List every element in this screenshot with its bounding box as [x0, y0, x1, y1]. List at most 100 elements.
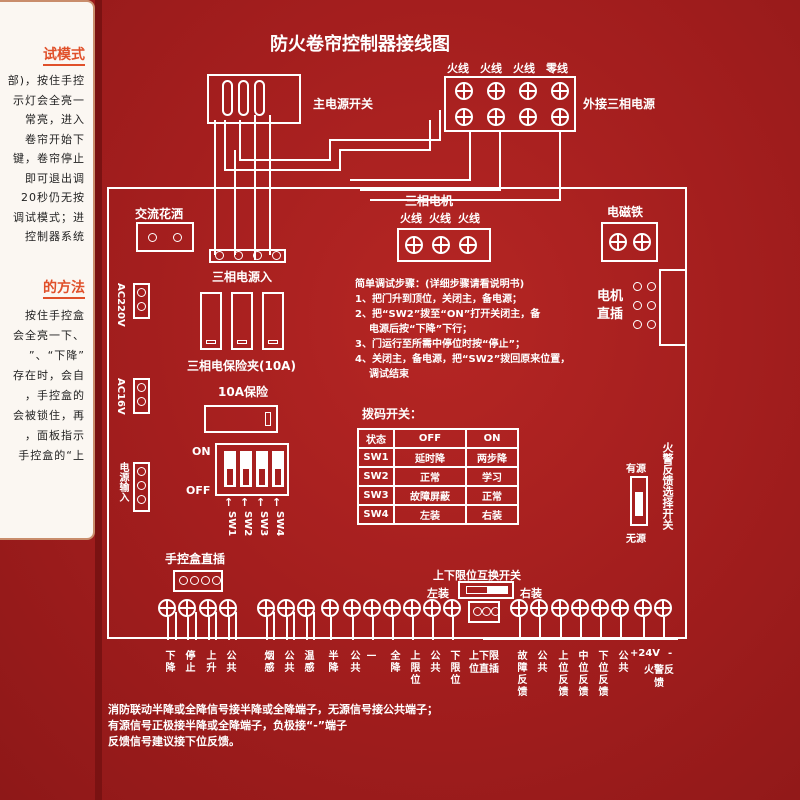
terminal-22[interactable] — [654, 599, 672, 617]
table-cell: 正常 — [465, 485, 519, 506]
motor-terminal-block — [397, 228, 491, 262]
dip-switch-label: SW4 — [274, 511, 285, 537]
terminal-13[interactable] — [443, 599, 461, 617]
terminal-21[interactable] — [634, 599, 652, 617]
limit-swap-switch[interactable] — [458, 581, 514, 599]
terminal-19[interactable] — [591, 599, 609, 617]
switch-pole — [254, 80, 265, 116]
terminal-lead — [560, 617, 562, 640]
card-line: 部)，按住手控 — [7, 74, 85, 87]
connector-hole — [173, 233, 182, 242]
steps-title: 简单调试步骤：(详细步骤请看说明书) — [355, 279, 525, 290]
motor-direct-hole — [647, 282, 656, 291]
motor-direct-hole — [633, 301, 642, 310]
dip-key-4[interactable] — [272, 451, 284, 487]
card-line: 手控盒的“上 — [18, 449, 85, 462]
limit-switch-label: 上下限位互换开关 — [433, 569, 521, 582]
terminal-7[interactable] — [321, 599, 339, 617]
terminal-12[interactable] — [423, 599, 441, 617]
terminal-9[interactable] — [363, 599, 381, 617]
terminal-label: 烟感 — [262, 650, 273, 674]
terminal-1[interactable] — [178, 599, 196, 617]
supply-wire-label: 火线 — [480, 62, 502, 75]
terminal-label: 停止 — [183, 650, 194, 674]
note-line: 反馈信号建议接下位反馈。 — [108, 735, 240, 748]
terminal-label: — — [366, 650, 377, 663]
terminal-11[interactable] — [403, 599, 421, 617]
supply-terminal[interactable] — [487, 82, 505, 100]
terminal-lead — [432, 617, 434, 640]
supply-terminal[interactable] — [551, 82, 569, 100]
connector-hole — [137, 383, 146, 392]
table-header-cell: OFF — [393, 428, 467, 449]
terminal-3[interactable] — [219, 599, 237, 617]
table-cell: SW1 — [357, 447, 395, 468]
motor-terminal[interactable] — [459, 236, 477, 254]
supply-terminal[interactable] — [487, 108, 505, 126]
terminal-label: - — [668, 648, 673, 659]
table-cell: 延时降 — [393, 447, 467, 468]
terminal-2[interactable] — [199, 599, 217, 617]
terminal-0[interactable] — [158, 599, 176, 617]
fuse-contact — [268, 340, 278, 344]
terminal-lead — [600, 617, 602, 640]
table-cell: 故障屏蔽 — [393, 485, 467, 506]
terminal-20[interactable] — [611, 599, 629, 617]
dip-key-3[interactable] — [256, 451, 268, 487]
supply-terminal[interactable] — [519, 108, 537, 126]
terminal-8[interactable] — [343, 599, 361, 617]
card-line: 示灯会全亮一 — [13, 93, 85, 107]
terminal-label: 公共 — [224, 650, 235, 674]
connector-hole — [137, 288, 146, 297]
connector-hole — [491, 607, 500, 616]
terminal-6[interactable] — [297, 599, 315, 617]
supply-wire-label: 火线 — [447, 62, 469, 75]
table-cell: 右装 — [465, 504, 519, 525]
terminal-17[interactable] — [551, 599, 569, 617]
supply-terminal[interactable] — [519, 82, 537, 100]
terminal-18[interactable] — [571, 599, 589, 617]
fuse-10a — [204, 405, 278, 433]
connector-hole — [137, 495, 146, 504]
connector-hole — [137, 467, 146, 476]
motor-terminal[interactable] — [432, 236, 450, 254]
motor-direct-hole — [633, 282, 642, 291]
connector-hole — [190, 576, 199, 585]
note-line: 有源信号正极接半降或全降端子，负极接“-”端子 — [108, 719, 348, 732]
supply-terminal[interactable] — [455, 82, 473, 100]
fuse-holder — [262, 292, 284, 350]
main-switch-label: 主电源开关 — [313, 97, 374, 111]
supply-terminal[interactable] — [551, 108, 569, 126]
connector-hole — [473, 607, 482, 616]
supply-terminal[interactable] — [455, 108, 473, 126]
fire-feedback-switch[interactable] — [630, 476, 648, 526]
dip-key-1[interactable] — [224, 451, 236, 487]
terminal-label: 公共 — [616, 650, 627, 674]
dip-table-title: 拨码开关： — [362, 407, 423, 421]
card-line: ”、“下降” — [28, 349, 85, 362]
terminal-lead — [663, 617, 665, 640]
dip-key-2[interactable] — [240, 451, 252, 487]
card-line: 常亮，进入 — [25, 113, 85, 126]
limit-left-label: 左装 — [427, 587, 449, 600]
terminal-16[interactable] — [530, 599, 548, 617]
table-cell: 左装 — [393, 504, 467, 525]
dip-switch[interactable] — [215, 443, 289, 496]
card-line: 卷帘开始下 — [25, 132, 85, 146]
motor-wire-label: 火线 — [429, 212, 451, 225]
terminal-15[interactable] — [510, 599, 528, 617]
power-in-hole — [253, 251, 262, 260]
terminal-label: 公共 — [348, 650, 359, 674]
terminal-4[interactable] — [257, 599, 275, 617]
terminal-lead — [266, 617, 268, 640]
electromagnet-terminal[interactable] — [609, 233, 627, 251]
electromagnet-terminal[interactable] — [633, 233, 651, 251]
terminal-lead — [372, 617, 374, 640]
motor-terminal[interactable] — [405, 236, 423, 254]
terminal-5[interactable] — [277, 599, 295, 617]
terminal-10[interactable] — [383, 599, 401, 617]
step-line: 4、关闭主，备电源，把“SW2”拨回原来位置， — [355, 354, 571, 365]
terminal-label: 上下限位直插 — [469, 651, 499, 675]
dip-switch-label: SW3 — [258, 511, 269, 537]
